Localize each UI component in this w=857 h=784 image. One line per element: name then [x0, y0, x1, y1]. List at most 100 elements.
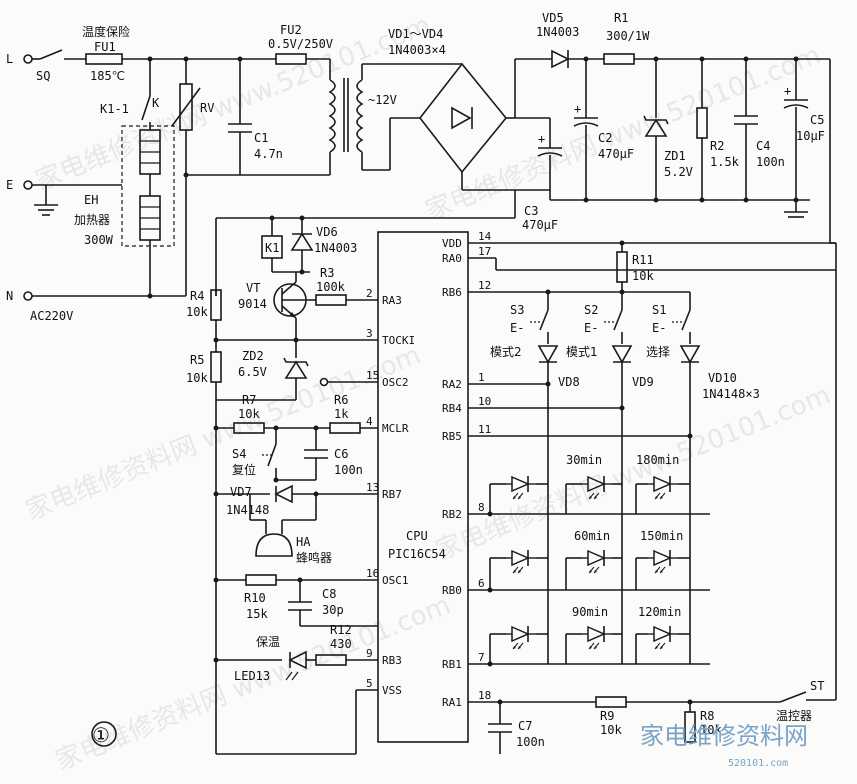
- switch-s1: [681, 309, 691, 331]
- terminal-n: [23, 291, 33, 301]
- s4-ref: S4: [232, 447, 246, 461]
- c1-ref: C1: [254, 131, 268, 145]
- brand-url: 520101.com: [728, 758, 788, 769]
- r6-ref: R6: [334, 393, 348, 407]
- s1-ref: S1: [652, 303, 666, 317]
- mains-section: L SQ 温度保险 FU1 185℃ FU2 0.5V/250V K1-1 K: [6, 23, 516, 323]
- bridge-value: 1N4003×4: [388, 43, 446, 57]
- led-label-150min: 150min: [640, 529, 683, 543]
- cpu-pin-ra2: RA2: [442, 378, 462, 391]
- led-label-120min: 120min: [638, 605, 681, 619]
- switch-st: [779, 691, 807, 703]
- control-section: K1 VD6 1N4003 VT 9014 R3 100k R4 10k: [186, 215, 515, 755]
- thermal-fuse-title: 温度保险: [82, 24, 130, 39]
- resistor-r3: [315, 294, 347, 306]
- relay-k1-label: K1: [265, 241, 279, 255]
- cpu-pin-vss: VSS: [382, 684, 402, 697]
- r5-ref: R5: [190, 353, 204, 367]
- r7-value: 10k: [238, 407, 260, 421]
- resistor-r5: [210, 351, 222, 383]
- heater-ref: EH: [84, 193, 98, 207]
- cpu-pin-rb3: RB3: [382, 654, 402, 667]
- cpu-pin-ra1: RA1: [442, 696, 462, 709]
- vd5-ref: VD5: [542, 11, 564, 25]
- c2-ref: C2: [598, 131, 612, 145]
- diode-vd6: [290, 232, 314, 251]
- osc2-terminal: [319, 377, 329, 387]
- keep-warm-label: 保温: [256, 635, 280, 649]
- r6-value: 1k: [334, 407, 349, 421]
- r12-value: 430: [330, 637, 352, 651]
- cpu-pin-rb2: RB2: [442, 508, 462, 521]
- cpu-pin-number: 7: [478, 651, 485, 664]
- fu1-ref: FU1: [94, 40, 116, 54]
- r3-ref: R3: [320, 266, 334, 280]
- cpu-pin-number: 4: [366, 415, 373, 428]
- cpu-pin-number: 10: [478, 395, 491, 408]
- cpu-pin-rb7: RB7: [382, 488, 402, 501]
- r8-ref: R8: [700, 709, 714, 723]
- switch-sq-label: SQ: [36, 69, 50, 83]
- vd6-value: 1N4003: [314, 241, 357, 255]
- keys-section: R11 10k S3 E- 模式2 VD8 S2 E- 模式1 VD9: [468, 240, 836, 667]
- vd7-value: 1N4148: [226, 503, 269, 517]
- led-label-180min: 180min: [636, 453, 679, 467]
- transformer-primary: [328, 79, 336, 153]
- svg-text:E-: E-: [584, 321, 598, 335]
- led-indicator: [505, 549, 537, 574]
- cpu-pin-number: 3: [366, 327, 373, 340]
- led-indicator: [647, 549, 679, 574]
- svg-text:E-: E-: [652, 321, 666, 335]
- buzzer-ha: [255, 533, 293, 557]
- vd7-ref: VD7: [230, 485, 252, 499]
- c6-ref: C6: [334, 447, 348, 461]
- r2-ref: R2: [710, 139, 724, 153]
- resistor-r10: [245, 574, 277, 586]
- resistor-r9: [595, 696, 627, 708]
- switch-s2: [613, 309, 623, 331]
- zd1-ref: ZD1: [664, 149, 686, 163]
- cpu-pin-number: 12: [478, 279, 491, 292]
- r4-value: 10k: [186, 305, 208, 319]
- vt-value: 9014: [238, 297, 267, 311]
- led-label-90min: 90min: [572, 605, 608, 619]
- watermark-text: 家电维修资料网 www.520101.com: [421, 40, 824, 226]
- diode-vd8: [537, 345, 559, 364]
- cpu-pin-number: 5: [366, 677, 373, 690]
- c7-ref: C7: [518, 719, 532, 733]
- r5-value: 10k: [186, 371, 208, 385]
- led-label-60min: 60min: [574, 529, 610, 543]
- c3-ref: C3: [524, 204, 538, 218]
- cpu-pin-rb0: RB0: [442, 584, 462, 597]
- r9-ref: R9: [600, 709, 614, 723]
- resistor-r1: [603, 53, 635, 65]
- cpu-part: PIC16C54: [388, 547, 446, 561]
- cpu-pin-number: 11: [478, 423, 491, 436]
- s3-ref: S3: [510, 303, 524, 317]
- led-matrix: 30min 180min 60min 150min 90min 120min: [490, 453, 690, 664]
- resistor-r6: [329, 422, 361, 434]
- cpu-pin-number: 16: [366, 567, 379, 580]
- led-indicator: [581, 549, 613, 574]
- r1-ref: R1: [614, 11, 628, 25]
- heater-name: 加热器: [74, 213, 110, 227]
- c7-value: 100n: [516, 735, 545, 749]
- relay-contact-label: K1-1: [100, 102, 129, 116]
- cpu-pin-rb6: RB6: [442, 286, 462, 299]
- terminal-l: [23, 54, 33, 64]
- svg-text:+: +: [784, 84, 791, 98]
- c6-value: 100n: [334, 463, 363, 477]
- transformer-secondary: [356, 79, 364, 153]
- ha-ref: HA: [296, 535, 311, 549]
- cpu-pin-number: 6: [478, 577, 485, 590]
- fuse-fu1: [85, 53, 123, 65]
- terminal-l-label: L: [6, 52, 13, 66]
- c8-value: 30p: [322, 603, 344, 617]
- led-indicator: [581, 625, 613, 650]
- transformer-output: ~12V: [368, 93, 397, 107]
- resistor-r8: [684, 711, 696, 743]
- relay-contact-k1-1: [141, 95, 151, 121]
- s4-name: 复位: [232, 462, 256, 477]
